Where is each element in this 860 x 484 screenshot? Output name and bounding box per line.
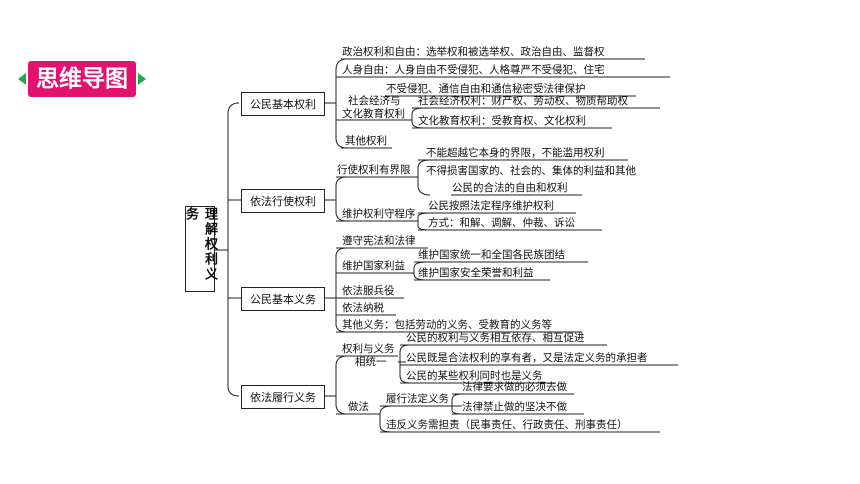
personal-freedom-text-2: 不受侵犯、通信自由和通信秘密受法律保护	[386, 83, 586, 95]
rights-duties-unity-label-1: 权利与义务	[342, 343, 395, 355]
triangle-left-icon	[18, 73, 26, 85]
branch-node-basic-duties: 公民基本义务	[241, 287, 325, 311]
obey-law-text: 遵守宪法和法律	[342, 235, 416, 247]
rights-procedure-text-2: 方式：和解、调解、仲裁、诉讼	[428, 217, 575, 229]
root-node: 理解权利义务	[183, 206, 217, 292]
rights-limit-text-2: 不得损害国家的、社会的、集体的利益和其他	[426, 165, 636, 177]
rights-procedure-text-1: 公民按照法定程序维护权利	[428, 200, 554, 212]
personal-freedom-text-1: 人身自由：人身自由不受侵犯、人格尊严不受侵犯、住宅	[342, 64, 605, 76]
rights-procedure-label: 维护权利守程序	[342, 208, 416, 220]
cultural-rights-text: 文化教育权利：受教育权、文化权利	[418, 115, 586, 127]
socio-economic-rights-text: 社会经济权利：财产权、劳动权、物质帮助权	[418, 95, 628, 107]
national-interest-text-2: 维护国家安全荣誉和利益	[418, 267, 534, 279]
practice-label: 做法	[348, 401, 369, 413]
violation-liability-text: 违反义务需担责（民事责任、行政责任、刑事责任）	[386, 419, 628, 431]
other-rights-text: 其他权利	[345, 135, 387, 147]
triangle-right-icon	[138, 73, 146, 85]
rights-limit-label: 行使权利有界限	[337, 164, 411, 176]
mind-map-badge-label: 思维导图	[28, 61, 136, 97]
fulfill-duty-text-2: 法律禁止做的坚决不做	[462, 401, 567, 413]
socio-label-1: 社会经济与	[348, 95, 401, 107]
mind-map-badge: 思维导图	[18, 61, 146, 97]
unity-text-3: 公民的某些权利同时也是义务	[406, 370, 543, 382]
unity-text-2: 公民既是合法权利的享有者，又是法定义务的承担者	[406, 352, 648, 364]
branch-node-fulfill-duties: 依法履行义务	[241, 385, 325, 409]
pay-tax-text: 依法纳税	[342, 302, 384, 314]
branch-node-basic-rights: 公民基本权利	[241, 92, 325, 116]
fulfill-duty-text-1: 法律要求做的必须去做	[462, 381, 567, 393]
branch-node-exercise-rights: 依法行使权利	[241, 189, 325, 213]
unity-text-1: 公民的权利与义务相互依存、相互促进	[406, 332, 585, 344]
rights-limit-text-3: 公民的合法的自由和权利	[452, 182, 568, 194]
fulfill-duty-label: 履行法定义务	[386, 393, 449, 405]
military-service-text: 依法服兵役	[342, 285, 395, 297]
socio-label-2: 文化教育权利	[342, 108, 405, 120]
political-rights-text: 政治权利和自由：选举权和被选举权、政治自由、监督权	[342, 46, 605, 58]
rights-duties-unity-label-2: 相统一	[355, 356, 387, 368]
rights-limit-text-1: 不能超越它本身的界限，不能滥用权利	[426, 147, 605, 159]
root-spine	[227, 102, 240, 397]
national-interest-text-1: 维护国家统一和全国各民族团结	[418, 249, 565, 261]
other-duties-text: 其他义务：包括劳动的义务、受教育的义务等	[342, 319, 552, 331]
national-interest-label: 维护国家利益	[342, 260, 405, 272]
